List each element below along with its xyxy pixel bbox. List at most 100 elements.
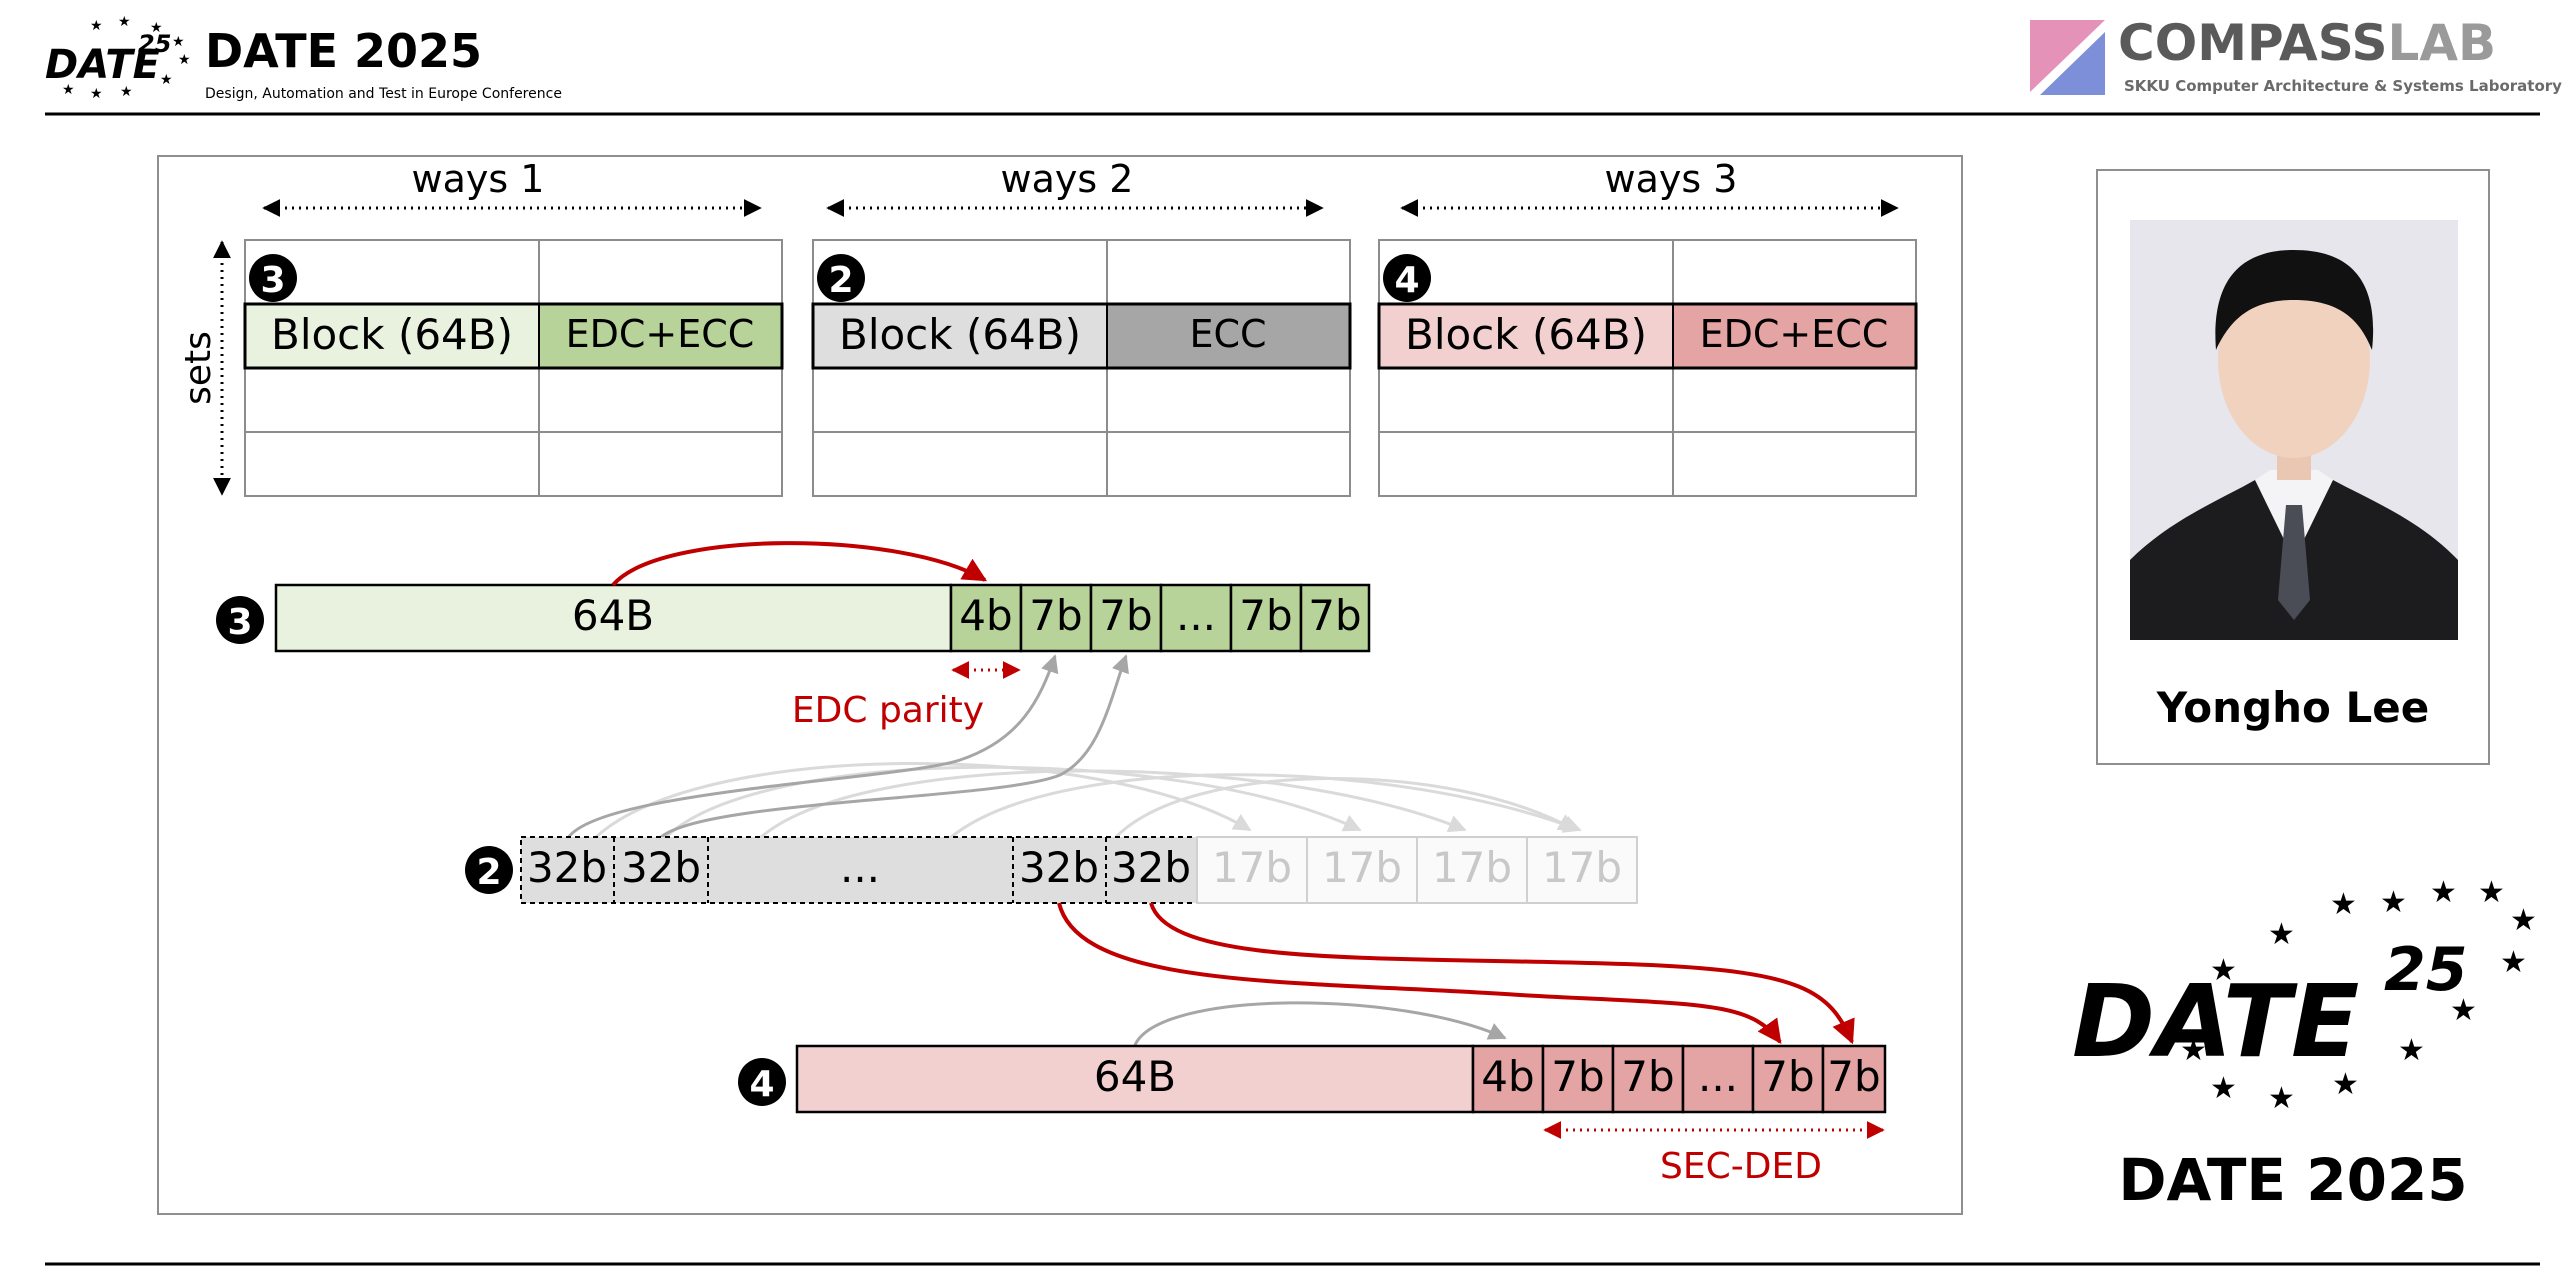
profile-name: Yongho Lee <box>2156 683 2430 732</box>
star-arc-icon: ★ ★ ★ ★ ★ ★ ★ ★ ★ ★ ★ ★ ★ ★ <box>2180 876 2537 1115</box>
svg-text:★: ★ <box>2398 1034 2425 1067</box>
svg-text:★: ★ <box>2510 904 2537 937</box>
svg-text:★: ★ <box>118 13 131 29</box>
lab-logo-blue-shape <box>2040 32 2105 95</box>
sec-ded-label: SEC-DED <box>1660 1146 1822 1187</box>
arc-32b-to-7b-2 <box>658 654 1129 840</box>
profile-card: Yongho Lee <box>2096 169 2490 765</box>
line2-bitfield: 2 32b 32b ... 32b 32b 17b 17b 17b 17b <box>465 836 1638 904</box>
svg-text:★: ★ <box>2268 918 2295 951</box>
lab-name-dark: COMPASS <box>2118 14 2387 72</box>
way3-marker-icon <box>1383 254 1431 302</box>
conference-subtitle: Design, Automation and Test in Europe Co… <box>205 86 562 102</box>
svg-text:★: ★ <box>2500 946 2527 979</box>
way1-block-fill <box>245 304 539 368</box>
arc-64b-to-4b <box>1133 1001 1507 1046</box>
line2-cell: 32b <box>1019 843 1099 892</box>
line4-cell: 7b <box>1621 1052 1674 1101</box>
way1-marker: 3 <box>260 260 285 301</box>
line2-faded-cell: 17b <box>1212 843 1292 892</box>
ways2-label: ways 2 <box>1001 157 1134 201</box>
line2-cell: ... <box>840 843 880 892</box>
lab-name-light: LAB <box>2387 14 2496 72</box>
line4-marker: 4 <box>749 1064 774 1105</box>
line4-marker-icon <box>738 1058 786 1106</box>
face-shape <box>2218 262 2370 458</box>
line3-cell: 64B <box>572 591 654 640</box>
sets-axis: sets <box>178 240 231 496</box>
date-logo-sup: 25 <box>138 30 171 58</box>
red-arcs <box>1057 902 1855 1045</box>
footer-logo-text: DATE <box>2072 963 2359 1080</box>
way1-marker-icon <box>249 254 297 302</box>
svg-text:★: ★ <box>178 51 191 67</box>
svg-text:★: ★ <box>2478 876 2505 909</box>
footer-logo-sup: 25 <box>2384 935 2468 1005</box>
line3-cell: 7b <box>1099 591 1152 640</box>
way1-block-label: Block (64B) <box>271 310 513 359</box>
svg-text:★: ★ <box>150 19 163 35</box>
line4-cell: 4b <box>1481 1052 1534 1101</box>
line3-marker: 3 <box>227 602 252 643</box>
ways3-label: ways 3 <box>1605 157 1738 201</box>
edc-move-arrow <box>611 541 988 587</box>
way1-code-fill <box>539 304 782 368</box>
line2-cell: 32b <box>527 843 607 892</box>
hair-shape <box>2215 250 2374 350</box>
way2-code-label: ECC <box>1189 312 1266 356</box>
way2-block-label: Block (64B) <box>839 310 1081 359</box>
way1-code-label: EDC+ECC <box>566 312 755 356</box>
line2-faded-cell: 17b <box>1432 843 1512 892</box>
star-ring-icon: ★★ ★★ ★★ ★★ ★ <box>62 13 191 101</box>
svg-text:★: ★ <box>2180 1034 2207 1067</box>
svg-text:★: ★ <box>2430 876 2457 909</box>
way3-marker: 4 <box>1394 260 1419 301</box>
line2-faded-cell: 17b <box>1322 843 1402 892</box>
sets-label: sets <box>178 331 219 405</box>
lab-name: COMPASSLAB <box>2118 14 2496 72</box>
line3-cell: ... <box>1176 591 1216 640</box>
date-footer-logo: ★ ★ ★ ★ ★ ★ ★ ★ ★ ★ ★ ★ ★ ★ DATE 25 DATE… <box>2072 876 2537 1214</box>
edc-parity-label: EDC parity <box>792 690 984 731</box>
way3-block-label: Block (64B) <box>1405 310 1647 359</box>
line4-cell: 7b <box>1827 1052 1880 1101</box>
svg-text:★: ★ <box>62 81 75 97</box>
svg-text:★: ★ <box>90 17 103 33</box>
line2-cell: 32b <box>1111 843 1191 892</box>
way1-table: Block (64B) EDC+ECC 3 <box>243 239 784 497</box>
line4-bitfield: 4 64B 4b 7b 7b ... 7b 7b SEC-DED <box>738 1001 1887 1187</box>
line3-data-cell <box>274 583 953 653</box>
line3-marker-icon <box>216 596 264 644</box>
way2-marker-icon <box>817 254 865 302</box>
svg-text:★: ★ <box>2330 888 2357 921</box>
ways-headers: ways 1 ways 2 ways 3 <box>262 157 1899 217</box>
way2-code-fill <box>1107 304 1350 368</box>
line3-cell: 4b <box>959 591 1012 640</box>
line3-cell: 7b <box>1308 591 1361 640</box>
line4-cell: 7b <box>1551 1052 1604 1101</box>
svg-text:★: ★ <box>120 83 133 99</box>
lab-logo-pink-shape <box>2030 20 2105 92</box>
gray-arcs <box>566 654 1129 840</box>
svg-text:★: ★ <box>160 71 173 87</box>
way3-code-fill <box>1673 304 1916 368</box>
way2-block-fill <box>813 304 1107 368</box>
arc-32b-to-sec1 <box>1057 902 1782 1044</box>
svg-text:★: ★ <box>2380 886 2407 919</box>
line4-cell: 7b <box>1761 1052 1814 1101</box>
profile-photo <box>2130 220 2458 640</box>
compasslab-logo: COMPASSLAB SKKU Computer Architecture & … <box>2030 14 2562 95</box>
arc-32b-to-7b-1 <box>566 654 1059 839</box>
line2-marker-icon <box>465 846 513 894</box>
footer-logo-title: DATE 2025 <box>2118 1146 2467 1214</box>
way3-table: Block (64B) EDC+ECC 4 <box>1377 239 1918 497</box>
line4-cell: 64B <box>1094 1052 1176 1101</box>
svg-text:★: ★ <box>2450 994 2477 1027</box>
line2-cell: 32b <box>621 843 701 892</box>
date-small-logo: DATE 25 ★★ ★★ ★★ ★★ ★ <box>45 13 191 101</box>
svg-text:★: ★ <box>2210 954 2237 987</box>
way3-code-label: EDC+ECC <box>1700 312 1889 356</box>
lab-subtitle: SKKU Computer Architecture & Systems Lab… <box>2124 77 2562 95</box>
svg-text:★: ★ <box>2268 1082 2295 1115</box>
